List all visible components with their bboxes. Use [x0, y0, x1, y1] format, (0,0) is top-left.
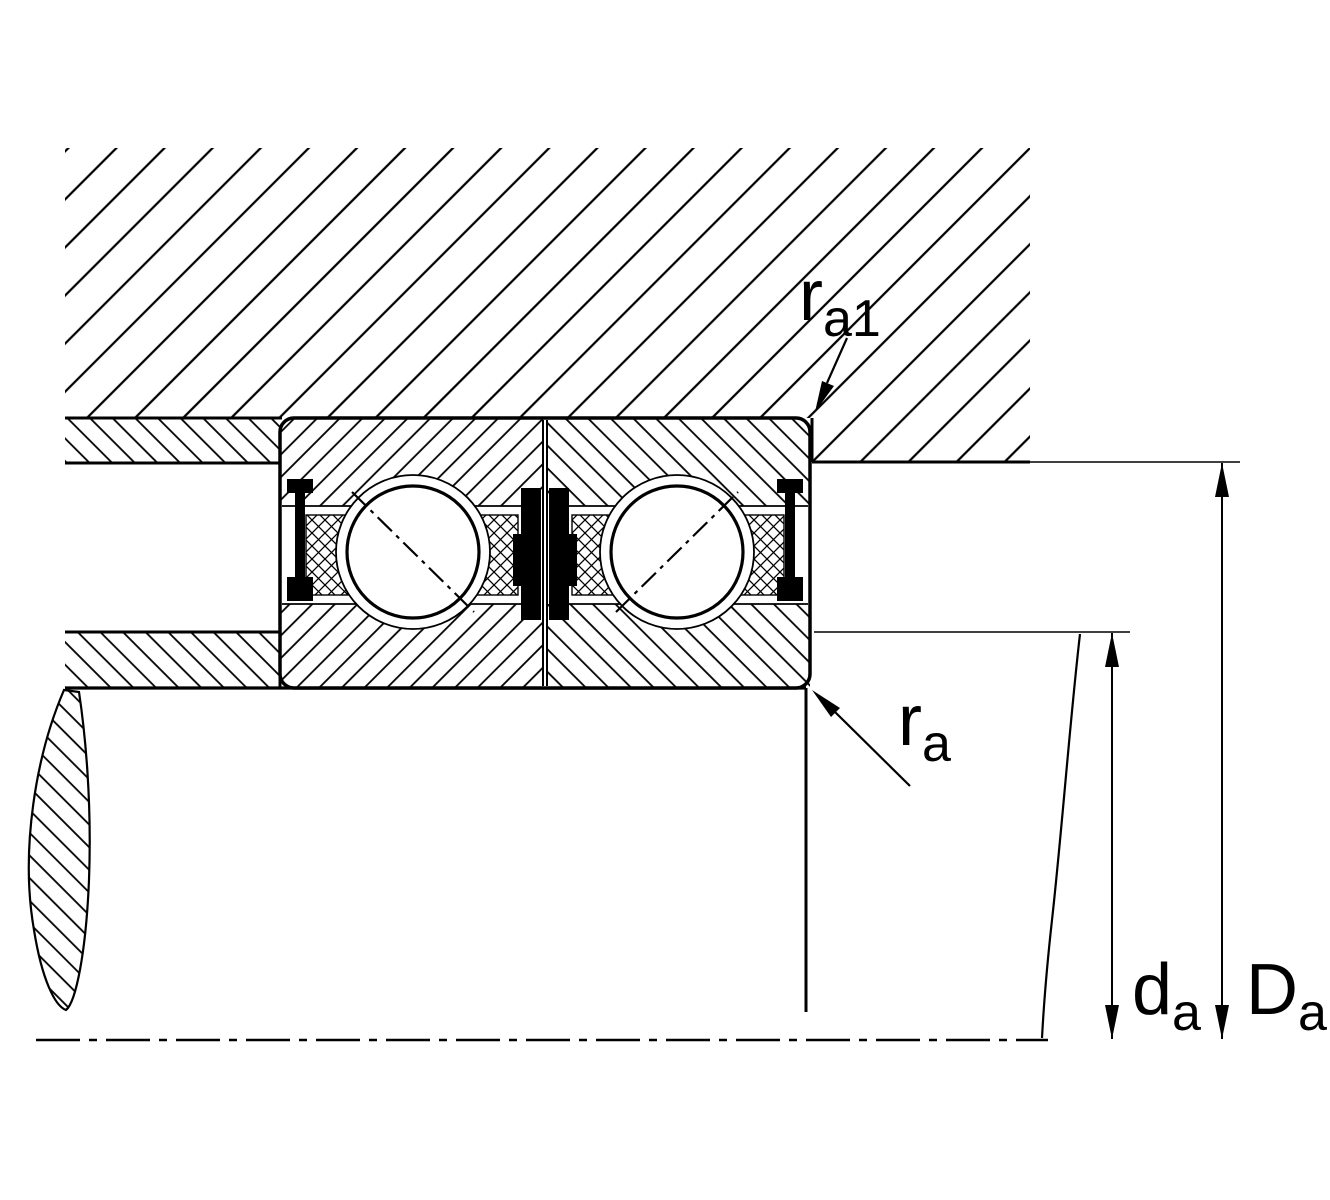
ra1-leader-line: [825, 337, 849, 384]
center-seal-right: [549, 488, 577, 620]
label-ra1: ra1: [799, 256, 881, 348]
ra-arrowhead: [812, 690, 840, 717]
seal-part: [549, 534, 577, 586]
shaft-section: [27, 630, 1082, 1039]
seal-left: [287, 479, 313, 601]
bearing-assembly: [278, 416, 812, 690]
label-Da-sub: a: [1298, 984, 1327, 1042]
housing-section: [65, 148, 1030, 465]
seal-part: [287, 479, 313, 493]
bearing-outline: [278, 416, 812, 690]
label-ra1-base: r: [799, 256, 823, 336]
callout-ra1: ra1: [799, 256, 881, 412]
label-ra-base: r: [898, 681, 922, 761]
Da-arrow-bottom: [1215, 1005, 1229, 1039]
seal-part: [785, 493, 795, 581]
housing-cover-band: [65, 418, 280, 463]
dimension-da: da: [814, 631, 1201, 1042]
center-seal-left: [513, 488, 541, 620]
shaft-break-section: [27, 688, 91, 1012]
label-da: da: [1132, 950, 1201, 1042]
seal-right: [777, 479, 803, 601]
seal-part: [777, 479, 803, 493]
da-arrow-top: [1105, 633, 1119, 667]
Da-arrow-top: [1215, 463, 1229, 497]
da-arrow-bottom: [1105, 1005, 1119, 1039]
label-Da: Da: [1246, 950, 1327, 1042]
ra-leader-line: [834, 711, 911, 787]
ra1-arrowhead: [815, 381, 834, 412]
housing-hatch: [65, 148, 1030, 462]
shaft-shoulder-band: [65, 632, 280, 688]
seal-part: [287, 577, 313, 601]
seal-part: [513, 534, 541, 586]
label-ra1-sub: a1: [823, 290, 881, 348]
callout-ra: ra: [812, 681, 951, 787]
abutment-break-line: [1040, 633, 1082, 1039]
contact-line-right: [615, 491, 739, 613]
seal-part: [295, 493, 305, 581]
label-da-base: d: [1132, 950, 1172, 1030]
contact-line-left: [351, 491, 475, 613]
label-Da-base: D: [1246, 950, 1298, 1030]
label-ra-sub: a: [922, 715, 951, 773]
seal-part: [777, 577, 803, 601]
label-ra: ra: [898, 681, 951, 773]
label-da-sub: a: [1172, 984, 1201, 1042]
dimension-Da: Da: [1030, 461, 1327, 1042]
